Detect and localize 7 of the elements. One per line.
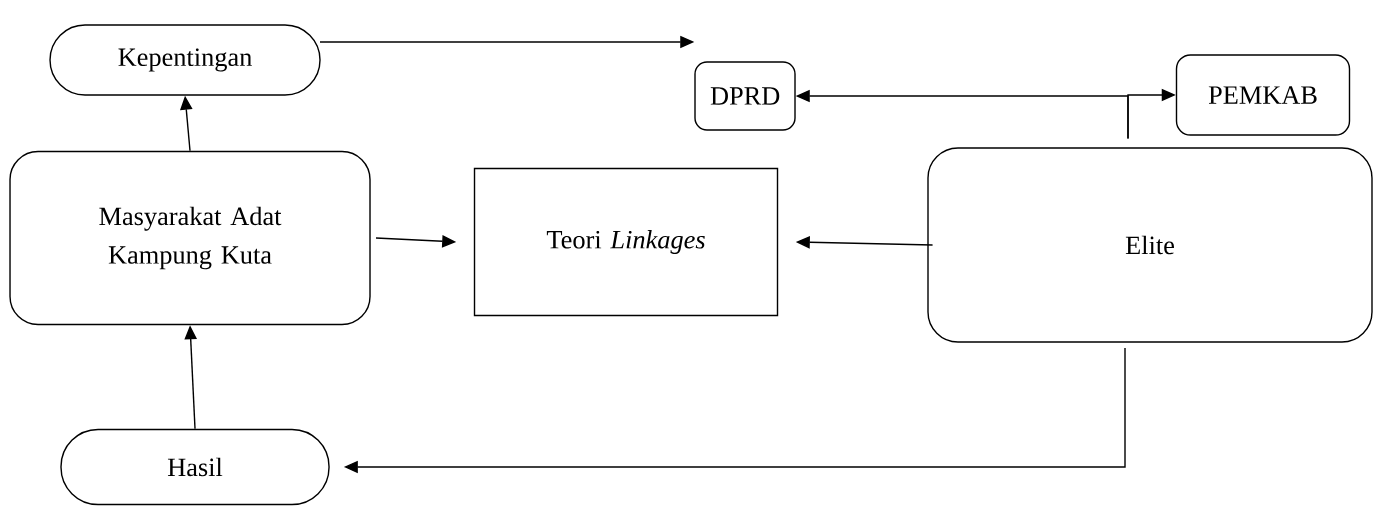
rounded-box: Masyarakat Adat Kampung Kuta: [9, 150, 371, 326]
rounded-box: Elite: [927, 147, 1373, 343]
rounded-box: DPRD: [694, 61, 796, 131]
rounded-box: Hasil: [60, 428, 330, 506]
process-box: Teori Linkages: [473, 167, 779, 317]
rounded-box: Kepentingan: [49, 24, 321, 96]
rounded-box: PEMKAB: [1175, 54, 1351, 136]
